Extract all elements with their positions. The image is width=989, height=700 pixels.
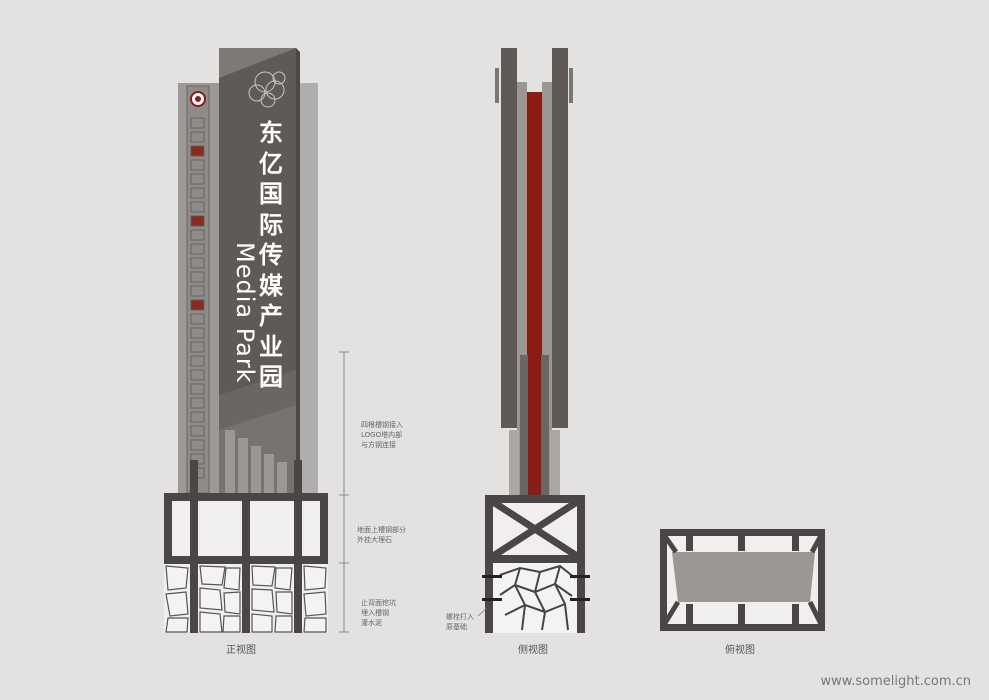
annotation-bolt: 螺栓打入 原基础	[446, 613, 474, 631]
front-stair-pattern	[219, 370, 296, 493]
caption-top-view: 俯视图	[725, 645, 755, 656]
caption-side-view: 侧视图	[518, 645, 548, 656]
media-park-logo-icon	[248, 71, 286, 108]
annotation-lower: 止背面挖坑 埋入槽钢 灌水泥	[361, 599, 396, 627]
caption-front-view: 正视图	[226, 645, 256, 656]
annotation-upper: 四根槽钢接入 LOGO塔内部 与方钢连接	[361, 421, 403, 449]
character-column-tiles	[190, 117, 205, 479]
top-view-panel	[672, 552, 815, 602]
front-right-panel	[296, 83, 318, 493]
front-marble-cladding	[165, 565, 327, 633]
sign-name-cn: 东亿国际传媒产业园	[259, 119, 283, 391]
sign-name-en: Media Park	[231, 242, 259, 384]
top-view	[659, 529, 826, 631]
front-view	[164, 48, 349, 633]
front-steel-frame	[164, 460, 328, 633]
side-view	[477, 48, 590, 633]
side-foundation	[482, 563, 590, 633]
dimension-line	[339, 351, 349, 633]
annotation-middle: 地面上槽钢部分 外挂大理石	[357, 526, 406, 544]
side-steel-frame	[485, 495, 585, 633]
side-red-core	[527, 92, 542, 497]
watermark: www.somelight.com.cn	[820, 674, 971, 689]
